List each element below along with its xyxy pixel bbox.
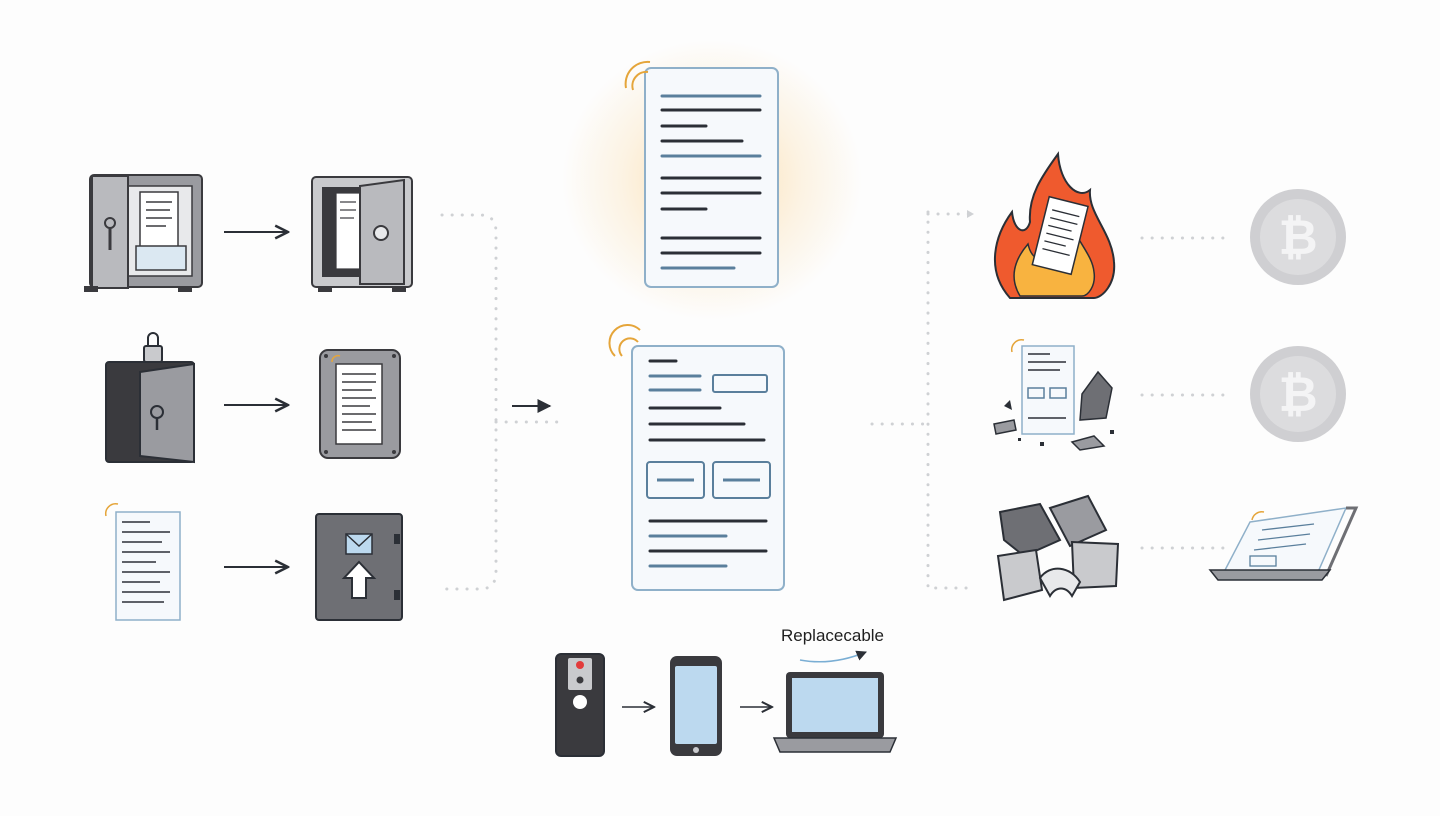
- open-safe-with-documents-icon: [84, 174, 203, 292]
- backup-document-icon: [624, 60, 779, 288]
- broken-document-icon: [993, 338, 1114, 451]
- left-arrows: [224, 232, 552, 567]
- paper-document-icon: [104, 502, 181, 621]
- mail-vault-icon: [315, 513, 403, 621]
- bitcoin-coin-icon: ₿: [1250, 189, 1346, 285]
- smashed-blocks-icon: [996, 494, 1120, 602]
- dotted-arrowhead: [967, 210, 974, 218]
- smartphone-icon: [670, 656, 722, 756]
- replaceable-arrow: [799, 650, 867, 663]
- hardware-key-icon: [555, 653, 605, 757]
- svg-text:₿: ₿: [1278, 210, 1317, 266]
- form-document-icon: [608, 323, 785, 591]
- replaceable-label: Replacecable: [781, 626, 885, 645]
- padlocked-safe-icon: [105, 332, 195, 464]
- laptop-icon: [772, 672, 898, 753]
- svg-text:₿: ₿: [1278, 367, 1317, 423]
- laptop-icon: [1208, 506, 1359, 581]
- burning-document-icon: [993, 151, 1116, 299]
- closed-safe-with-documents-icon: [311, 176, 413, 292]
- document-panel-icon: [319, 349, 401, 459]
- bitcoin-coin-icon: ₿: [1250, 346, 1346, 442]
- dotted-connectors: [440, 210, 1232, 591]
